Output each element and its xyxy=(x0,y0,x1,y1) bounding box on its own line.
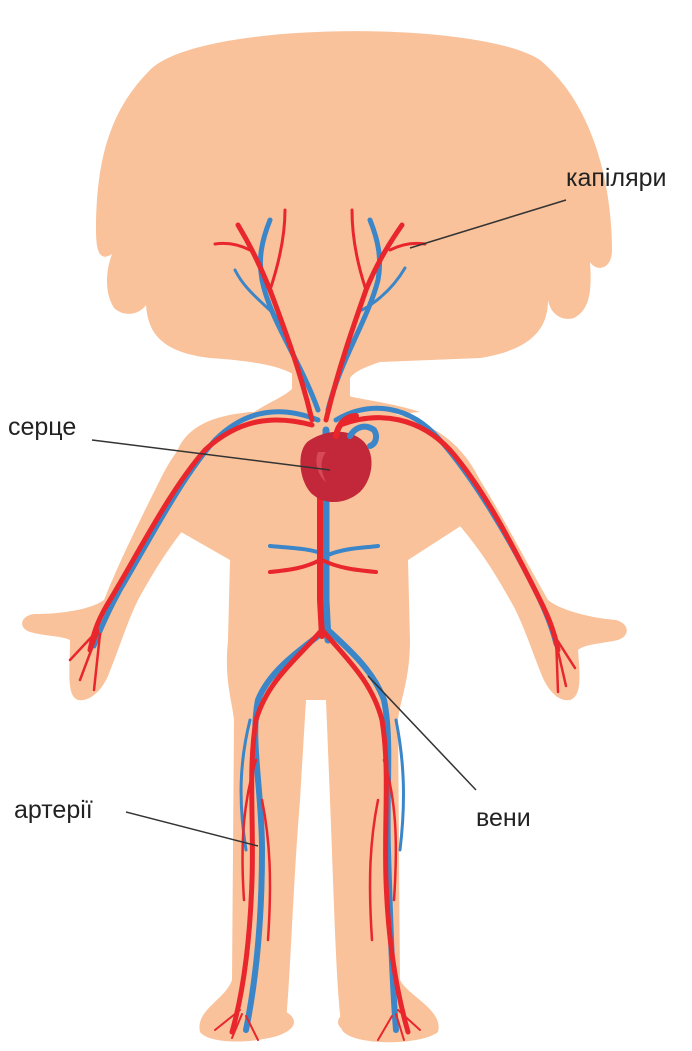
heart-label: серце xyxy=(8,415,76,440)
veins-label: вени xyxy=(476,806,531,831)
torso-legs-shape xyxy=(160,412,470,1042)
right-arm-shape xyxy=(380,412,627,700)
right-foot-shape xyxy=(338,1004,434,1040)
capillaries-label: капіляри xyxy=(566,166,666,191)
arteries-label: артерії xyxy=(14,798,93,823)
